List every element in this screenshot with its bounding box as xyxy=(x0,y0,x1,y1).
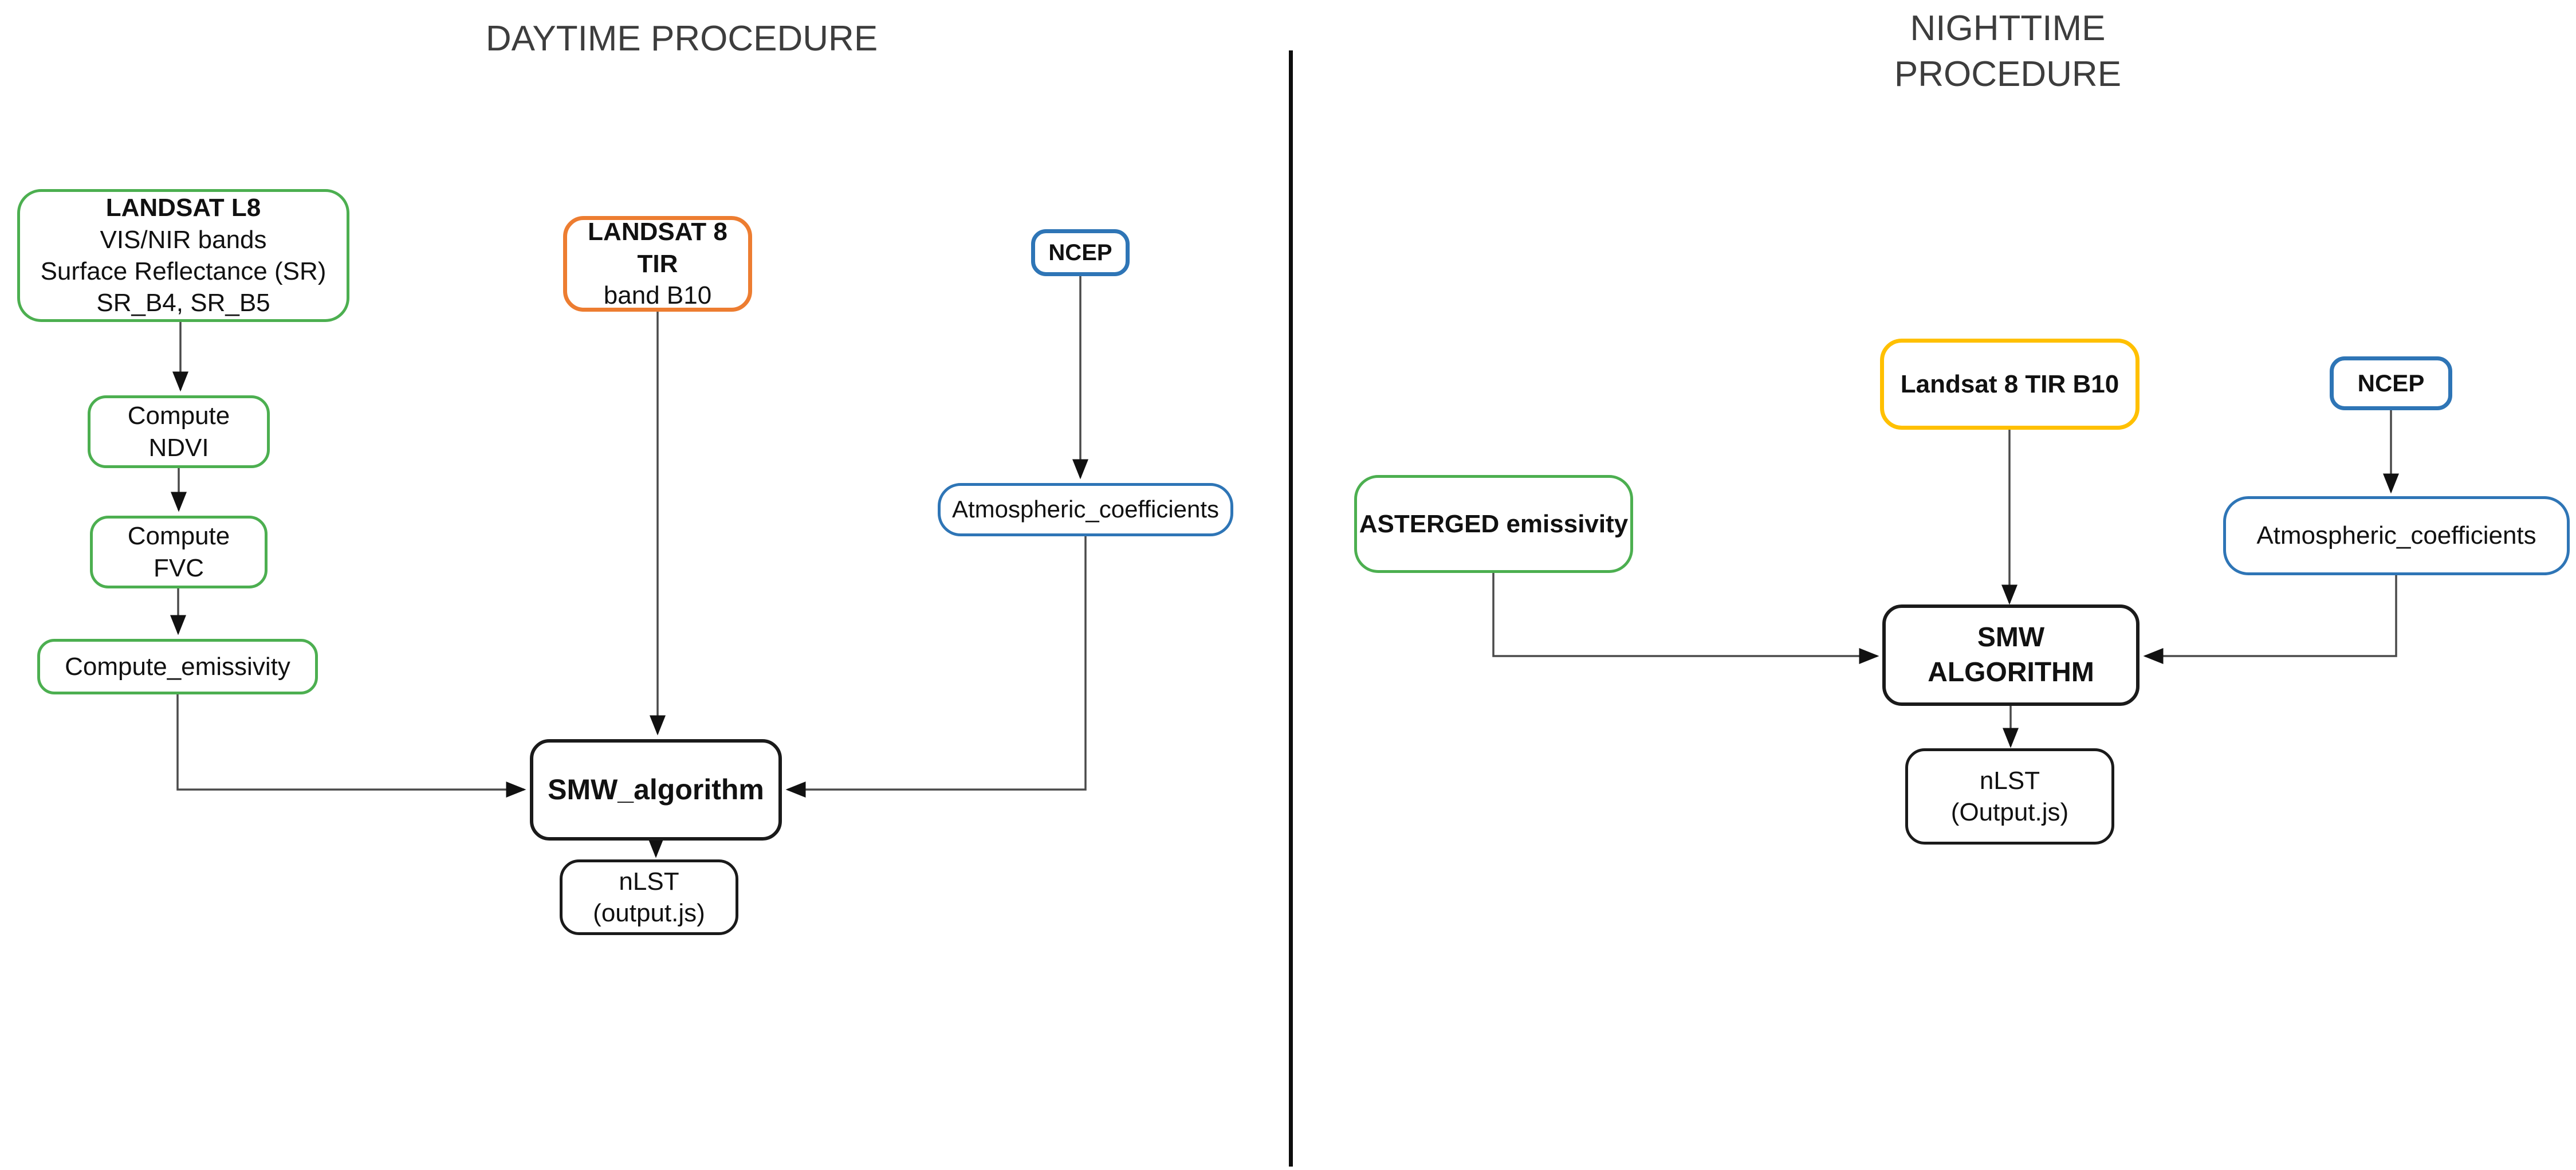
node-nlst-output-night-line2: (Output.js) xyxy=(1950,798,2069,826)
edge-compute-emissivity-to-smw-algorithm xyxy=(176,694,526,798)
edge-asterged-emissivity-to-smw-algorithm-night xyxy=(1492,573,1879,664)
node-compute-ndvi-line2: NDVI xyxy=(148,433,209,462)
node-compute-ndvi: Compute NDVI xyxy=(88,395,270,468)
node-landsat-l8: LANDSAT L8 VIS/NIR bands Surface Reflect… xyxy=(17,189,349,322)
node-ncep-day-label: NCEP xyxy=(1048,240,1112,265)
node-ncep-night: NCEP xyxy=(2330,356,2452,410)
node-nlst-output-day-line1: nLST xyxy=(619,867,679,896)
node-landsat-l8-title: LANDSAT L8 xyxy=(105,194,261,222)
nighttime-title-line1: NIGHTTIME xyxy=(1910,9,2106,48)
node-ncep-day: NCEP xyxy=(1031,229,1130,276)
node-smw-algorithm-night: SMW ALGORITHM xyxy=(1882,604,2140,706)
node-smw-algorithm-day: SMW_algorithm xyxy=(530,739,782,841)
nighttime-title: NIGHTTIME PROCEDURE xyxy=(1836,6,2180,97)
node-compute-fvc: Compute FVC xyxy=(90,516,268,588)
node-compute-fvc-line1: Compute xyxy=(127,522,230,551)
node-atmospheric-coefficients-day-label: Atmospheric_coefficients xyxy=(951,496,1220,523)
node-compute-emissivity: Compute_emissivity xyxy=(37,639,318,694)
node-landsat-l8-line3: SR_B4, SR_B5 xyxy=(96,289,270,317)
node-compute-emissivity-label: Compute_emissivity xyxy=(65,652,290,681)
node-nlst-output-night: nLST (Output.js) xyxy=(1905,748,2114,845)
node-atmospheric-coefficients-night: Atmospheric_coefficients xyxy=(2223,496,2570,575)
daytime-title: DAYTIME PROCEDURE xyxy=(485,19,878,58)
edge-atmospheric-coefficients-to-smw-algorithm-night xyxy=(2143,575,2397,664)
node-landsat-8-tir-title: LANDSAT 8 TIR xyxy=(588,218,727,278)
node-smw-algorithm-day-label: SMW_algorithm xyxy=(548,774,764,806)
node-atmospheric-coefficients-night-label: Atmospheric_coefficients xyxy=(2256,521,2536,550)
divider-line xyxy=(1289,50,1293,1167)
node-landsat-8-tir-line1: band B10 xyxy=(603,281,712,310)
node-smw-algorithm-night-line1: SMW xyxy=(1977,622,2045,653)
node-landsat-8-tir-b10: Landsat 8 TIR B10 xyxy=(1880,339,2140,430)
node-asterged-emissivity-label: ASTERGED emissivity xyxy=(1359,509,1629,538)
node-compute-ndvi-line1: Compute xyxy=(127,402,230,430)
node-landsat-l8-line1: VIS/NIR bands xyxy=(100,225,267,254)
node-nlst-output-day: nLST (output.js) xyxy=(560,859,738,935)
nighttime-title-line2: PROCEDURE xyxy=(1894,54,2122,94)
node-asterged-emissivity: ASTERGED emissivity xyxy=(1354,475,1633,573)
node-landsat-8-tir: LANDSAT 8 TIR band B10 xyxy=(563,216,752,312)
node-landsat-8-tir-b10-label: Landsat 8 TIR B10 xyxy=(1900,370,2119,398)
node-landsat-l8-line2: Surface Reflectance (SR) xyxy=(40,257,327,285)
node-smw-algorithm-night-line2: ALGORITHM xyxy=(1928,657,2094,688)
node-nlst-output-day-line2: (output.js) xyxy=(593,899,705,927)
node-atmospheric-coefficients-day: Atmospheric_coefficients xyxy=(938,483,1233,536)
node-compute-fvc-line2: FVC xyxy=(154,553,204,582)
node-nlst-output-night-line1: nLST xyxy=(1979,766,2040,795)
edge-atmospheric-coefficients-to-smw-algorithm-day xyxy=(785,536,1087,798)
node-ncep-night-label: NCEP xyxy=(2357,369,2425,396)
